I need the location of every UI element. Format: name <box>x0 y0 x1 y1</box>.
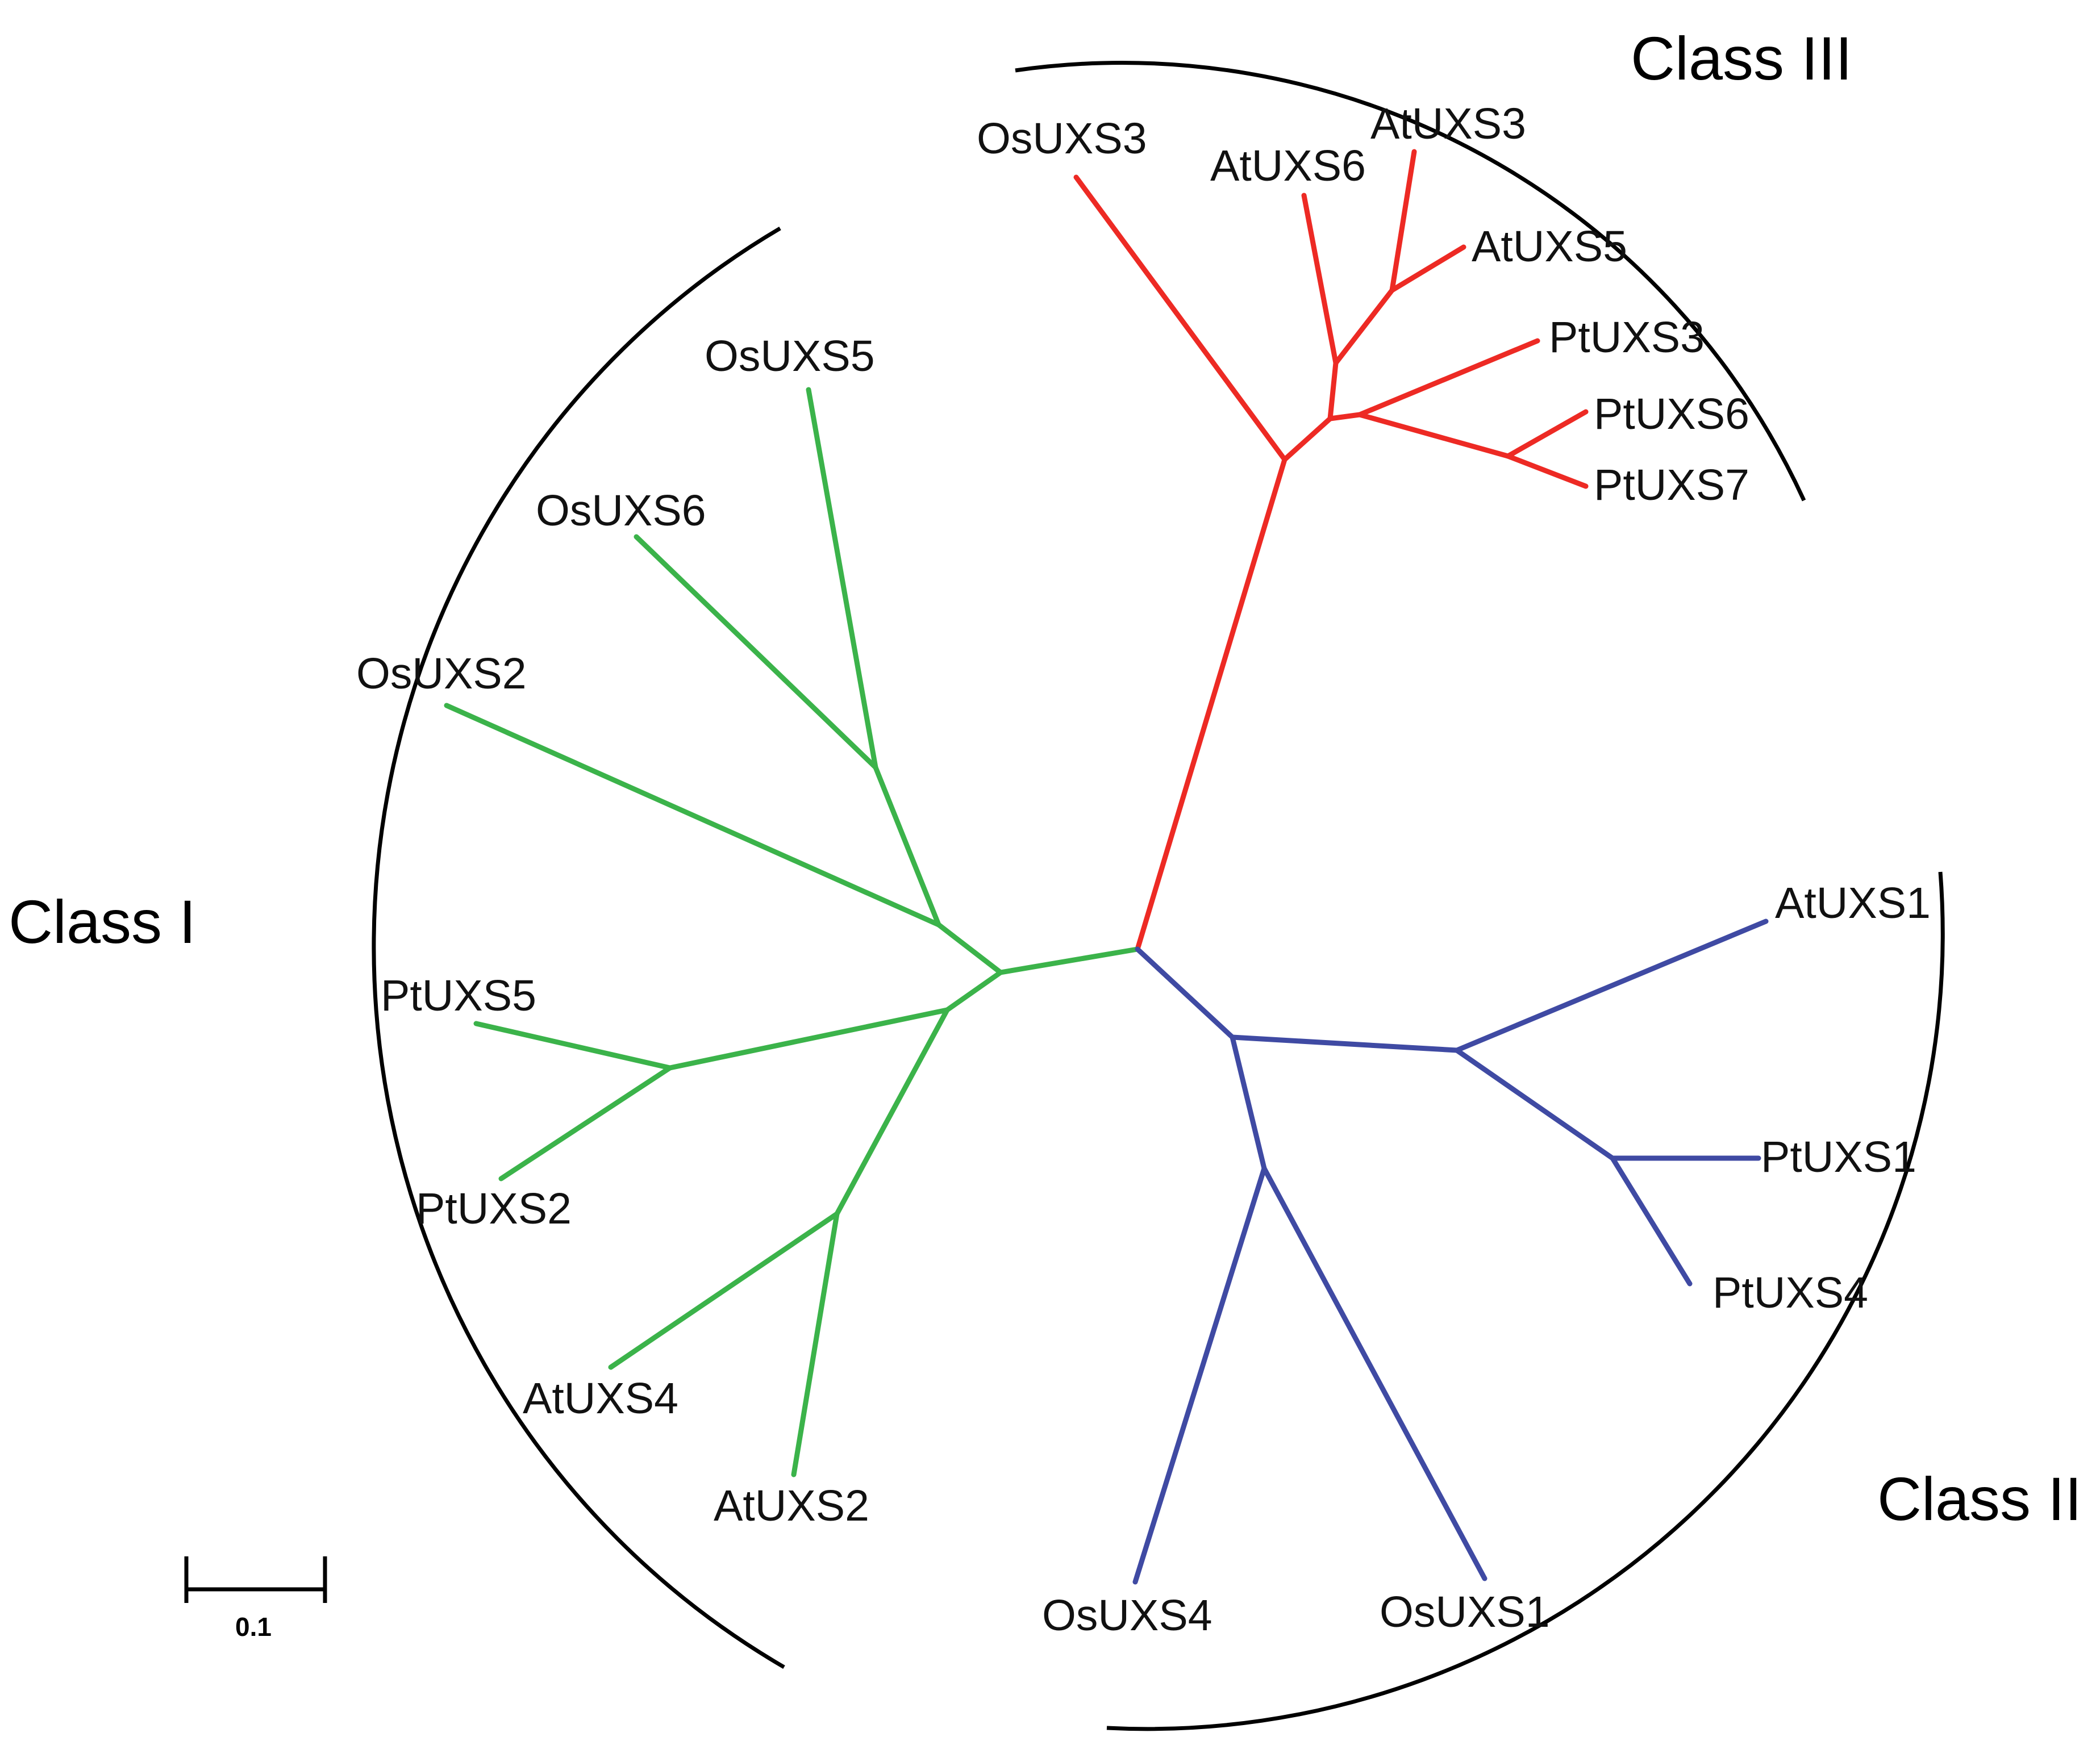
branch-osuxs3 <box>1073 174 1288 462</box>
branch-root-to-class-iii <box>1135 457 1288 952</box>
branch-pt-group <box>1327 412 1363 421</box>
branch-root-to-class-i <box>998 946 1140 975</box>
branch-osuxs6 <box>634 534 878 770</box>
branch-at24-group <box>834 1007 950 1217</box>
class-iii-bracket <box>1015 61 1806 502</box>
branch-root-to-class-ii <box>1135 946 1235 1040</box>
branch-at35-group <box>1333 287 1395 366</box>
class-ii-bracket <box>1106 871 1945 1731</box>
branch-os-group <box>1230 1034 1267 1171</box>
branch-atuxs1 <box>1454 918 1769 1053</box>
leaf-label-ptuxs2: PtUXS2 <box>416 1184 572 1233</box>
leaf-label-ptuxs5: PtUXS5 <box>381 971 536 1020</box>
branch-pt25-group <box>667 1007 950 1071</box>
leaf-label-ptuxs7: PtUXS7 <box>1594 461 1749 510</box>
class-i-bracket <box>372 226 785 1669</box>
branch-class-iii-inner <box>1282 416 1333 462</box>
branch-pt14-group <box>1454 1047 1615 1161</box>
class-iii-label: Class III <box>1631 24 1852 93</box>
branch-atuxs6 <box>1301 193 1339 366</box>
branch-atuxs2 <box>791 1211 840 1477</box>
leaf-label-osuxs6: OsUXS6 <box>536 486 706 535</box>
leaf-label-ptuxs3: PtUXS3 <box>1549 313 1705 362</box>
class-ii-label: Class II <box>1877 1464 2082 1533</box>
class-iii-branches <box>1073 149 1589 952</box>
class-ii-branches <box>1132 918 1769 1585</box>
leaf-label-osuxs1: OsUXS1 <box>1380 1588 1550 1636</box>
branch-class-i-upper <box>936 922 1003 975</box>
branch-ptuxs5 <box>473 1021 673 1071</box>
branch-osuxs1 <box>1261 1166 1488 1581</box>
class-i-branches <box>444 387 1140 1477</box>
branch-atuxs5 <box>1389 244 1466 293</box>
leaf-label-osuxs2: OsUXS2 <box>356 649 527 698</box>
leaf-label-atuxs4: AtUXS4 <box>523 1374 678 1423</box>
branch-ptuxs4 <box>1610 1155 1693 1287</box>
leaf-label-ptuxs6: PtUXS6 <box>1594 390 1749 439</box>
branch-osuxs4 <box>1132 1166 1267 1585</box>
leaf-label-ptuxs4: PtUXS4 <box>1713 1268 1868 1317</box>
branch-ptuxs6 <box>1505 409 1589 459</box>
branch-atuxs3 <box>1389 149 1417 293</box>
branch-osuxs5 <box>806 387 878 770</box>
branch-ptuxs7 <box>1505 453 1589 489</box>
leaf-label-osuxs5: OsUXS5 <box>705 332 875 381</box>
branch-pt-at-group <box>1230 1034 1460 1053</box>
branch-pt67-group <box>1357 412 1511 459</box>
leaf-label-osuxs4: OsUXS4 <box>1042 1591 1212 1640</box>
leaf-label-atuxs3: AtUXS3 <box>1370 99 1526 148</box>
class-i-label: Class I <box>9 887 196 956</box>
leaf-label-atuxs1: AtUXS1 <box>1775 879 1931 928</box>
leaf-label-atuxs2: AtUXS2 <box>714 1481 869 1530</box>
leaf-label-atuxs5: AtUXS5 <box>1472 222 1627 271</box>
branch-os56-group <box>873 765 941 928</box>
branch-ptuxs3 <box>1357 338 1540 417</box>
branch-at-group <box>1327 360 1339 421</box>
branch-osuxs2 <box>444 703 941 928</box>
leaf-label-atuxs6: AtUXS6 <box>1210 141 1366 190</box>
leaf-label-ptuxs1: PtUXS1 <box>1761 1133 1916 1181</box>
branch-ptuxs2 <box>498 1065 673 1181</box>
leaf-label-osuxs3: OsUXS3 <box>977 114 1147 163</box>
branch-atuxs4 <box>608 1211 840 1370</box>
scale-bar-label: 0.1 <box>235 1612 272 1642</box>
scale-bar: 0.1 <box>184 1556 327 1642</box>
branch-class-i-lower <box>944 970 1003 1013</box>
